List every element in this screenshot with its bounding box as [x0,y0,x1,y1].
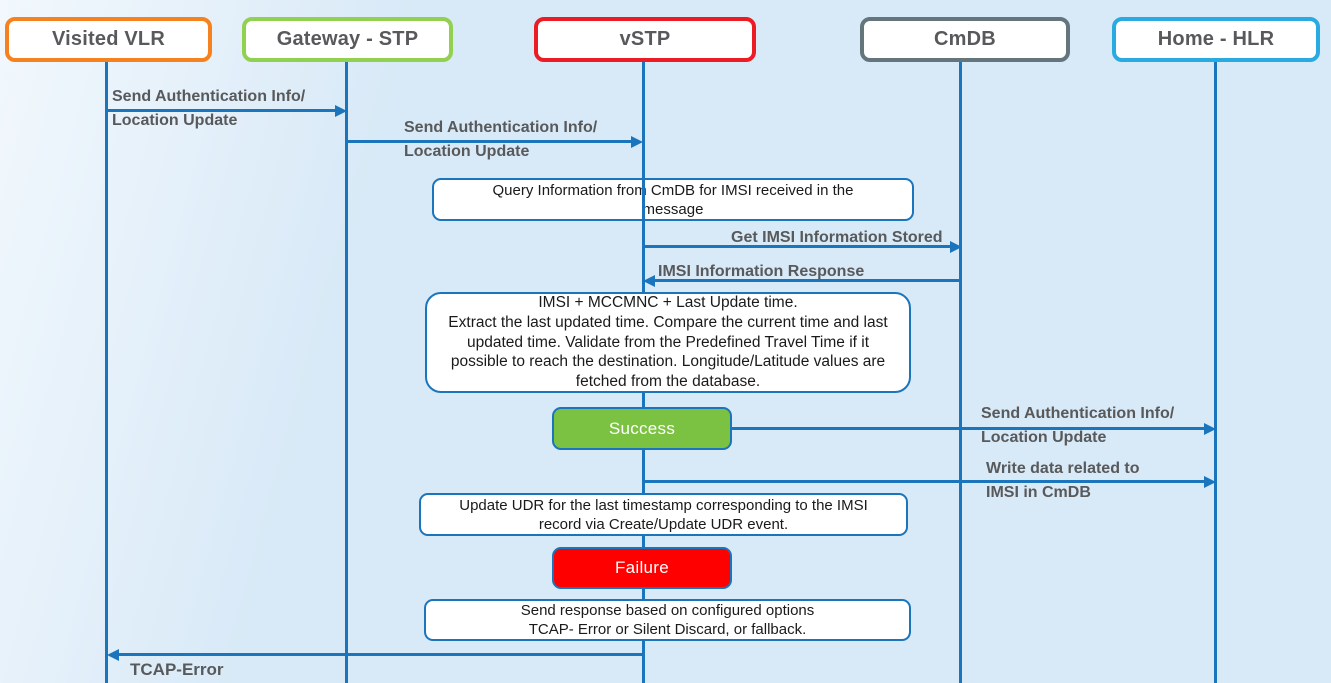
note-imsi-validation: IMSI + MCCMNC + Last Update time. Extrac… [425,292,911,393]
message-arrow-get-imsi [643,245,951,248]
note-query-cmdb: Query Information from CmDB for IMSI rec… [432,178,914,221]
success-badge: Success [552,407,732,450]
arrowhead-right-icon [1204,475,1216,488]
message-label-imsi-response: IMSI Information Response [658,263,865,280]
arrowhead-right-icon [335,104,347,117]
message-arrow-send-auth-hlr [732,427,1205,430]
message-label-send-auth-vlr-gw: Send Authentication Info/ Location Updat… [112,88,306,129]
arrowhead-right-icon [631,135,643,148]
arrowhead-right-icon [1204,422,1216,435]
arrowhead-left-icon [643,274,655,287]
note-send-response: Send response based on configured option… [424,599,911,641]
actor-box-gateway-stp: Gateway - STP [242,17,453,62]
actor-box-home-hlr: Home - HLR [1112,17,1320,62]
message-label-send-auth-gw-vstp: Send Authentication Info/ Location Updat… [404,119,598,160]
failure-badge: Failure [552,547,732,589]
lifeline-gateway-stp [345,60,348,683]
message-arrow-tcap-error [118,653,643,656]
actor-box-vstp: vSTP [534,17,756,62]
lifeline-cmdb [959,60,962,683]
message-arrow-imsi-response [654,279,962,282]
lifeline-visited-vlr [105,60,108,683]
message-arrow-send-auth-gw-vstp [347,140,632,143]
message-label-get-imsi: Get IMSI Information Stored [731,229,943,246]
message-arrow-write-data [643,480,1205,483]
arrowhead-right-icon [950,240,962,253]
note-update-udr: Update UDR for the last timestamp corres… [419,493,908,536]
actor-box-visited-vlr: Visited VLR [5,17,212,62]
actor-box-cmdb: CmDB [860,17,1070,62]
lifeline-home-hlr [1214,60,1217,683]
arrowhead-left-icon [107,648,119,661]
message-label-send-auth-hlr: Send Authentication Info/ Location Updat… [981,405,1175,446]
message-label-write-data: Write data related to IMSI in CmDB [986,460,1140,501]
message-label-tcap-error: TCAP-Error [130,660,224,679]
message-arrow-send-auth-vlr-gw [107,109,336,112]
